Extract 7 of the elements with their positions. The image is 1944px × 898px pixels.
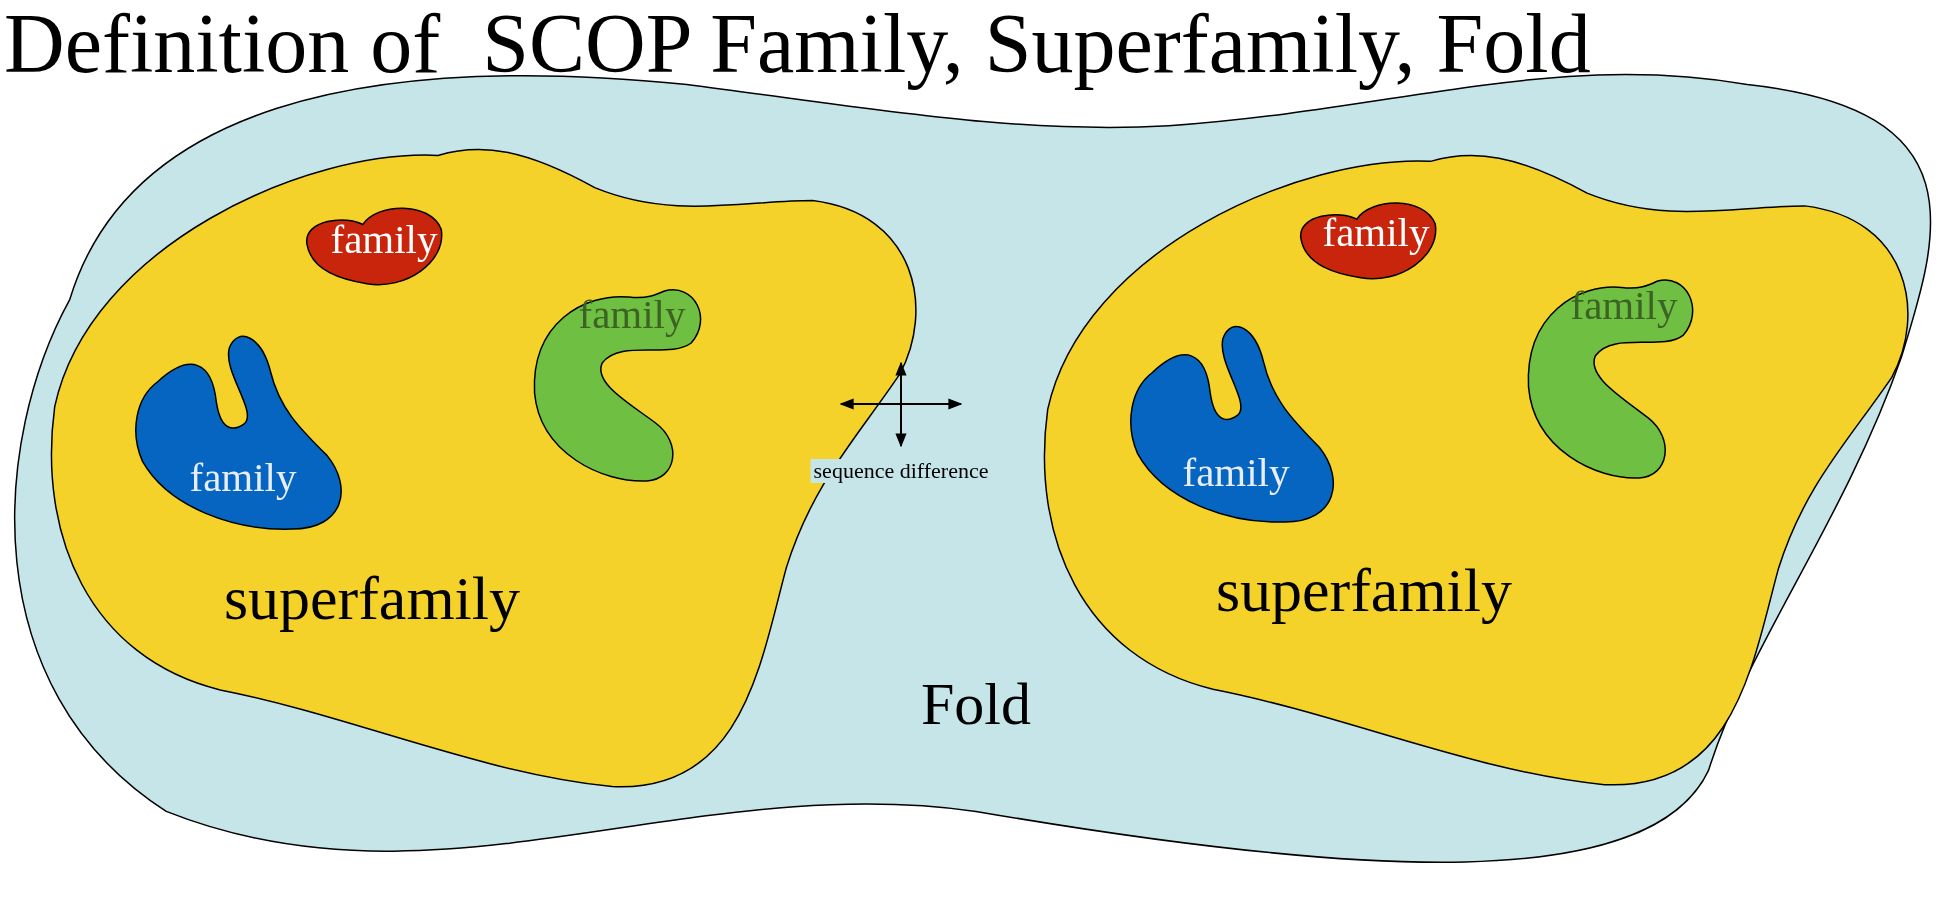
region-label: Fold: [921, 674, 1031, 734]
region-label: family: [189, 456, 297, 498]
region-label: family: [578, 293, 686, 335]
region-label: family: [1182, 451, 1290, 493]
region-label: family: [330, 218, 438, 260]
region-label: family: [1570, 284, 1678, 326]
region-label: family: [1322, 211, 1430, 253]
